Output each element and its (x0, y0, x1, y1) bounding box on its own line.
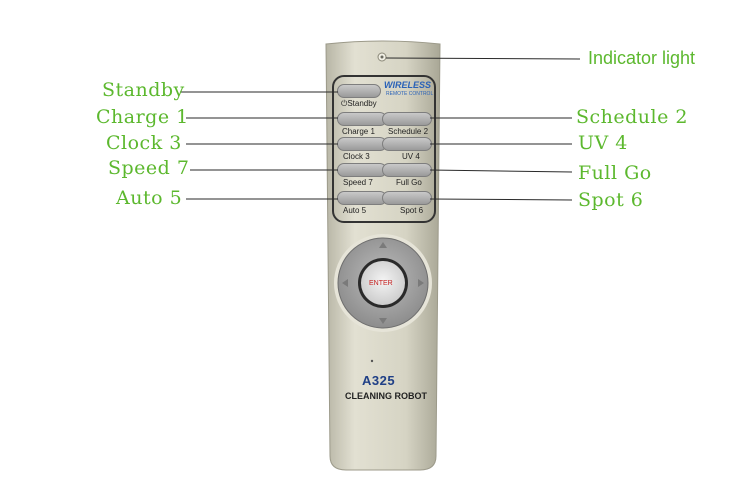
standby-label: ⏻Standby (341, 99, 377, 108)
speed-label: Speed 7 (343, 178, 373, 187)
schedule-button[interactable] (382, 112, 432, 126)
model-number: A325 (362, 373, 396, 388)
callout-uv: UV 4 (578, 132, 628, 154)
full-go-label: Full Go (396, 178, 422, 187)
callout-charge: Charge 1 (96, 106, 189, 128)
enter-label: ENTER (369, 280, 393, 287)
callout-spot: Spot 6 (578, 189, 644, 211)
callout-clock: Clock 3 (106, 132, 182, 154)
callout-standby: Standby (102, 79, 185, 101)
charge-label: Charge 1 (342, 127, 375, 136)
callout-full-go: Full Go (578, 162, 652, 184)
up-arrow-icon (379, 242, 387, 248)
callout-auto: Auto 5 (116, 187, 183, 209)
down-arrow-icon (379, 318, 387, 324)
callout-speed: Speed 7 (108, 157, 190, 179)
callout-indicator-light: Indicator light (588, 48, 696, 68)
brand-subtitle: REMOTE CONTROL (386, 91, 434, 97)
callout-schedule: Schedule 2 (576, 106, 688, 128)
right-arrow-icon (418, 279, 424, 287)
spot-button[interactable] (382, 191, 432, 205)
uv-label: UV 4 (402, 152, 420, 161)
spot-label: Spot 6 (400, 206, 424, 215)
brand-logo: WIRELESS (384, 80, 432, 90)
clock-label: Clock 3 (343, 152, 370, 161)
standby-button[interactable] (337, 84, 381, 98)
product-subtitle: CLEANING ROBOT (345, 391, 427, 401)
auto-label: Auto 5 (343, 206, 367, 215)
schedule-label: Schedule 2 (388, 127, 429, 136)
button-panel (332, 75, 436, 223)
left-arrow-icon (342, 279, 348, 287)
